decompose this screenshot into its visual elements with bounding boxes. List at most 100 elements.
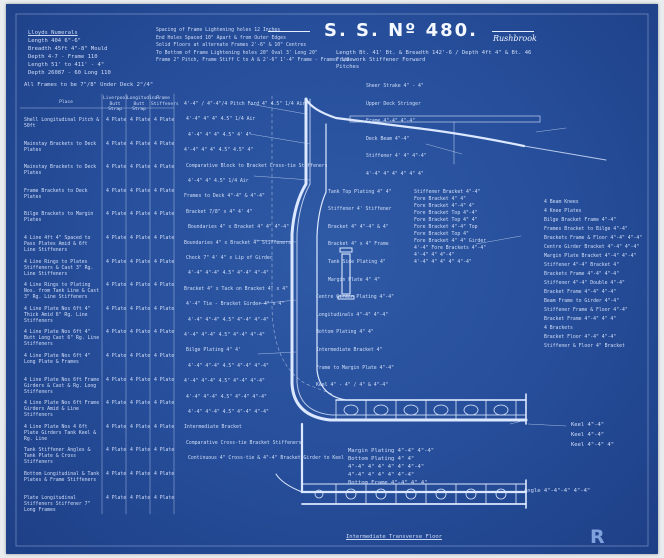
center-annotation: Frames to Deck 4"-4" & 4"-4" xyxy=(184,194,265,200)
table-cell-mark: 4 Plate xyxy=(106,448,127,454)
spacing-note-line: End Holes Spaced 10" Apart & from Outer … xyxy=(156,35,286,41)
frame-guide-line xyxy=(271,95,333,395)
center-annotation: 4'-4" 4" 4.5" 1/4 Air xyxy=(188,179,249,184)
table-cell-mark: 4 Plate xyxy=(106,259,127,265)
frame-bracket-line xyxy=(316,123,527,401)
spacing-note-line: Solid Floors at alternate Frames 2'-6" &… xyxy=(156,43,307,48)
center-annotation: Boundaries 4" x Bracket 4" 4" 4"-4" xyxy=(188,225,290,231)
far-right-note: 4 Beam Knees xyxy=(544,200,579,205)
floor-cells-upper xyxy=(335,399,517,421)
center-annotation: 4'-4" / 4"-4"/4 Pitch Ford 4" 4.5" 1/4 A… xyxy=(184,102,306,107)
inner-annotation: Frame to Margin Plate 4"-4" xyxy=(316,365,394,371)
table-cell-mark: 4 Plate xyxy=(130,448,151,454)
table-cell-mark: 4 Plate xyxy=(106,165,127,171)
bottom-note: 4"-4" 4" 4" 4" 4"-4" xyxy=(348,472,415,478)
table-cell-mark: 4 Plate xyxy=(154,448,175,454)
signature: Rushbrook xyxy=(493,34,537,43)
table-cell-mark: 4 Plate xyxy=(154,212,175,218)
upper-deck-extension xyxy=(523,145,607,161)
inner-annotation: Stiffener 4' 4" 4"-4" xyxy=(366,154,427,160)
keel-label-2: Keel 4"-4" xyxy=(571,432,605,438)
table-row-label: 4 Line Rings to Plating Nos. from Tank L… xyxy=(24,283,100,301)
sheet-border xyxy=(15,13,649,547)
center-annotation: 4'-4" 4"-4" 4.5" 4"-4" 4"-4" xyxy=(184,379,265,385)
spacing-note-line: Spacing of Frame Lightening holes 12 Inc… xyxy=(156,28,281,33)
centre-girder-section xyxy=(341,253,351,295)
center-annotation: Bilge Plating 4" 4' xyxy=(186,348,241,354)
far-right-note: Stiffener Frame & Floor 4"-4" xyxy=(544,308,628,313)
center-annotation: 4'-4" 4" 4" 4.5" 1/4 Air xyxy=(186,117,256,123)
right-annotation: 4'-4" 4" 4" 4" 4"-4" xyxy=(414,260,472,265)
table-cell-mark: 4 Plate xyxy=(130,401,151,407)
header-note-line: Depth 4-7 - Frame 110 xyxy=(28,54,98,60)
table-header-place: Place xyxy=(59,100,73,105)
table-cell-mark: 4 Plate xyxy=(130,236,151,241)
table-cell-mark: 4 Plate xyxy=(130,306,151,312)
table-cell-mark: 4 Plate xyxy=(154,495,175,501)
bottom-note: Bottom Plating 4" 4" xyxy=(348,456,415,462)
bottom-plating xyxy=(300,422,528,494)
center-annotation: 4'-4" 4"-4" 4.5" 4"-4" 4"-4" xyxy=(188,410,269,415)
table-row-label: 4 Line Rings to Plates Stiffeners & Cast… xyxy=(24,259,94,277)
table-cell-mark: 4 Plate xyxy=(106,472,127,477)
inner-annotation: Stiffener 4' Stiffener xyxy=(328,207,392,213)
center-annotation: 4'-4" 4" 4" 4.5" 4' 4" xyxy=(188,132,252,138)
table-cell-mark: 4 Plate xyxy=(154,377,175,383)
drawing-title: S. S. Nº 480. xyxy=(323,20,479,41)
table-row-label: Mainstay Brackets to Deck Plates xyxy=(24,165,97,177)
header-note-line: Length 51' to 411' - 4" xyxy=(28,62,105,68)
right-annotation: Fore Bracket 4" 4" Girder xyxy=(414,239,487,244)
center-annotation: 4'-4" 4" 4" 4.5" 4.5" 4" xyxy=(184,148,254,154)
table-row-label: Tank Stiffener Angles & Tank Plate & Cro… xyxy=(24,448,91,466)
center-annotation: 4'-4" 4"-4" 4.5" 4"-4" 4"-4" xyxy=(188,271,269,277)
bottom-note: Margin Plating 4"-4" 4"-4" xyxy=(348,448,435,454)
center-annotation: 4'-4" 4"-4" 4.5" 4"-4" 4"-4" xyxy=(188,317,269,323)
center-annotation: Chock 7" 4' 4" x Lip of Girder xyxy=(186,256,273,261)
table-cell-mark: 4 Plate xyxy=(130,495,151,501)
fastening-table-grid xyxy=(19,93,175,515)
far-right-note: Beam Frame to Girder 4"-4" xyxy=(544,299,620,304)
right-annotation: 4'-4" Fore Brackets 4"-4" xyxy=(414,246,487,251)
center-annotation: 4'-4" 4"-4" 4.5" 4"-4" 4"-4" xyxy=(188,363,269,369)
deck-beam xyxy=(349,115,541,123)
table-cell-mark: 4 Plate xyxy=(106,424,127,430)
right-annotation: Stiffener Bracket 4"-4" xyxy=(414,190,481,195)
far-right-note: Margin Plate Bracket 4"-4" 4"-4" xyxy=(544,254,637,259)
header-note-line: Depth 26087 - 60 Long 110 xyxy=(28,70,111,76)
table-header-stiffeners: Frame Stiffeners xyxy=(151,96,179,107)
table-header-longitudinal: Longitudinal Butt Strap xyxy=(127,96,161,112)
table-cell-mark: 4 Plate xyxy=(130,212,151,218)
floor-cells-lower xyxy=(314,483,517,505)
right-annotation: 4'-4" 4" 4"-4" xyxy=(414,253,455,258)
table-cell-mark: 4 Plate xyxy=(130,354,151,359)
floor-label: Intermediate Transverse Floor xyxy=(346,534,443,540)
table-cell-mark: 4 Plate xyxy=(154,424,175,430)
inner-annotation: Keel 4" - 4" / 4" & 4"-4" xyxy=(316,383,389,389)
spacing-note-line: To Bottom of Frame Lightening holes 20" … xyxy=(156,50,318,56)
title-rule-left xyxy=(268,31,310,32)
table-cell-mark: 4 Plate xyxy=(130,259,151,265)
table-row-label: 4 Line Plate Nos 6ft 4" Butt Long Cast 6… xyxy=(24,330,100,348)
side-shell-inner xyxy=(296,98,527,416)
inner-annotation: Sheer Strake 4" - 4" xyxy=(366,84,424,89)
table-cell-mark: 4 Plate xyxy=(106,354,127,359)
center-annotation: Bracket 7/8" x 4" 4' 4" xyxy=(186,209,253,215)
far-right-note: Brackets Frame & Floor 4"-4" 4"-4" xyxy=(544,236,643,241)
table-cell-mark: 4 Plate xyxy=(154,283,175,289)
girder-bottom-flange xyxy=(337,295,355,300)
frames-note: All Frames to be 7"/8" Under Deck 2"/4" xyxy=(24,82,154,88)
center-annotation: Continuous 4" Cross-tie & 4"-4" Bracket … xyxy=(188,456,344,462)
table-cell-mark: 4 Plate xyxy=(154,472,175,477)
table-cell-mark: 4 Plate xyxy=(106,118,127,123)
inner-annotation: Bracket 4" x 4" Frame xyxy=(328,242,389,248)
far-right-note: Brackets Frame 4"-4" 4"-4" xyxy=(544,272,620,277)
far-right-note: Centre Girder Bracket 4"-4" 4"-4" xyxy=(544,245,640,250)
right-annotation: Fore Bracket Top 4" 4" xyxy=(414,218,478,223)
center-annotation: Bracket 4" x Tack on Bracket 4" x 4" xyxy=(184,286,288,292)
watermark-logo: R xyxy=(590,526,605,548)
girder-top-flange xyxy=(339,247,353,253)
upper-deck-stringer xyxy=(304,97,526,148)
right-annotation: Fore Bracket Top 4"-4" xyxy=(414,211,478,216)
keel-label-1: Keel 4"-4" xyxy=(571,422,605,428)
inner-annotation: Tank Side Plating 4" xyxy=(328,260,386,265)
